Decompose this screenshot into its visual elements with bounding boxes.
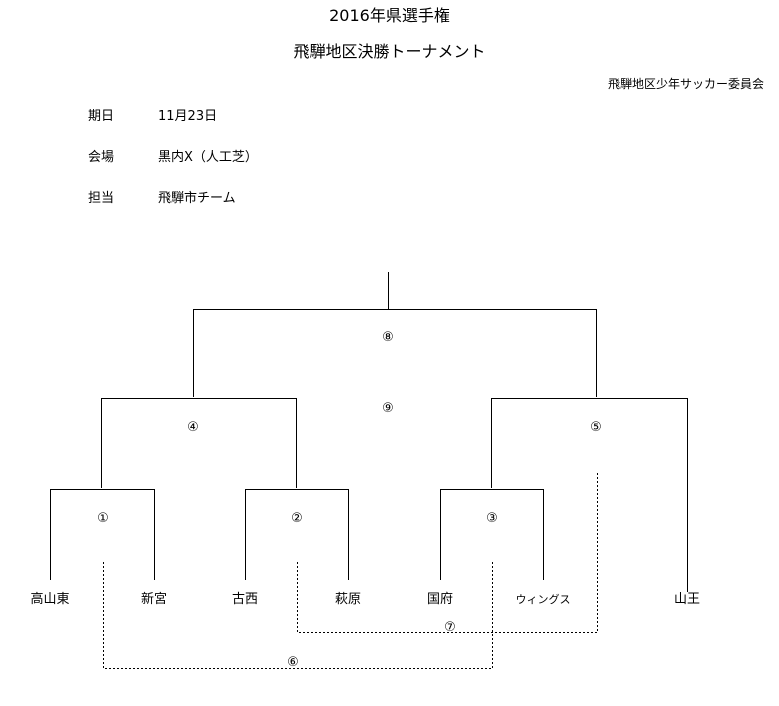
match-number-2: ② bbox=[291, 511, 303, 526]
manager-label: 担当 bbox=[88, 191, 115, 206]
date-label: 期日 bbox=[88, 109, 115, 124]
tournament-title: 2016年県選手権 bbox=[329, 6, 450, 25]
match-number-8: ⑧ bbox=[382, 330, 394, 345]
match-number-4: ④ bbox=[187, 420, 199, 435]
tournament-subtitle: 飛騨地区決勝トーナメント bbox=[293, 42, 486, 61]
bracket-line-match-5 bbox=[491, 398, 688, 592]
bracket-line-match-3 bbox=[440, 489, 544, 580]
bracket-line-match-6 bbox=[103, 562, 493, 669]
organizer-label: 飛騨地区少年サッカー委員会 bbox=[607, 77, 764, 91]
team-name: 新宮 bbox=[141, 591, 167, 607]
match-number-6: ⑥ bbox=[287, 655, 299, 670]
match-number-7: ⑦ bbox=[444, 620, 456, 635]
team-name: 古西 bbox=[232, 592, 258, 607]
match-number-5: ⑤ bbox=[590, 420, 602, 435]
team-name: 高山東 bbox=[30, 591, 69, 607]
bracket-line-match-4 bbox=[101, 398, 297, 488]
venue-label: 会場 bbox=[88, 150, 115, 165]
bracket-line-final bbox=[193, 309, 597, 397]
bracket-line-match-7 bbox=[297, 472, 598, 633]
match-number-9: ⑨ bbox=[382, 401, 394, 416]
match-number-3: ③ bbox=[486, 511, 498, 526]
date-value: 11月23日 bbox=[158, 109, 218, 124]
bracket-line-match-1 bbox=[50, 489, 155, 580]
match-number-1: ① bbox=[97, 511, 109, 526]
team-name: 萩原 bbox=[335, 592, 361, 607]
bracket-line-match-2 bbox=[245, 489, 349, 580]
manager-value: 飛騨市チーム bbox=[158, 191, 236, 206]
team-name: 国府 bbox=[427, 592, 453, 607]
team-name: ウィングス bbox=[516, 592, 571, 606]
venue-value: 黒内X（人工芝） bbox=[158, 150, 258, 165]
team-name: 山王 bbox=[674, 592, 700, 607]
